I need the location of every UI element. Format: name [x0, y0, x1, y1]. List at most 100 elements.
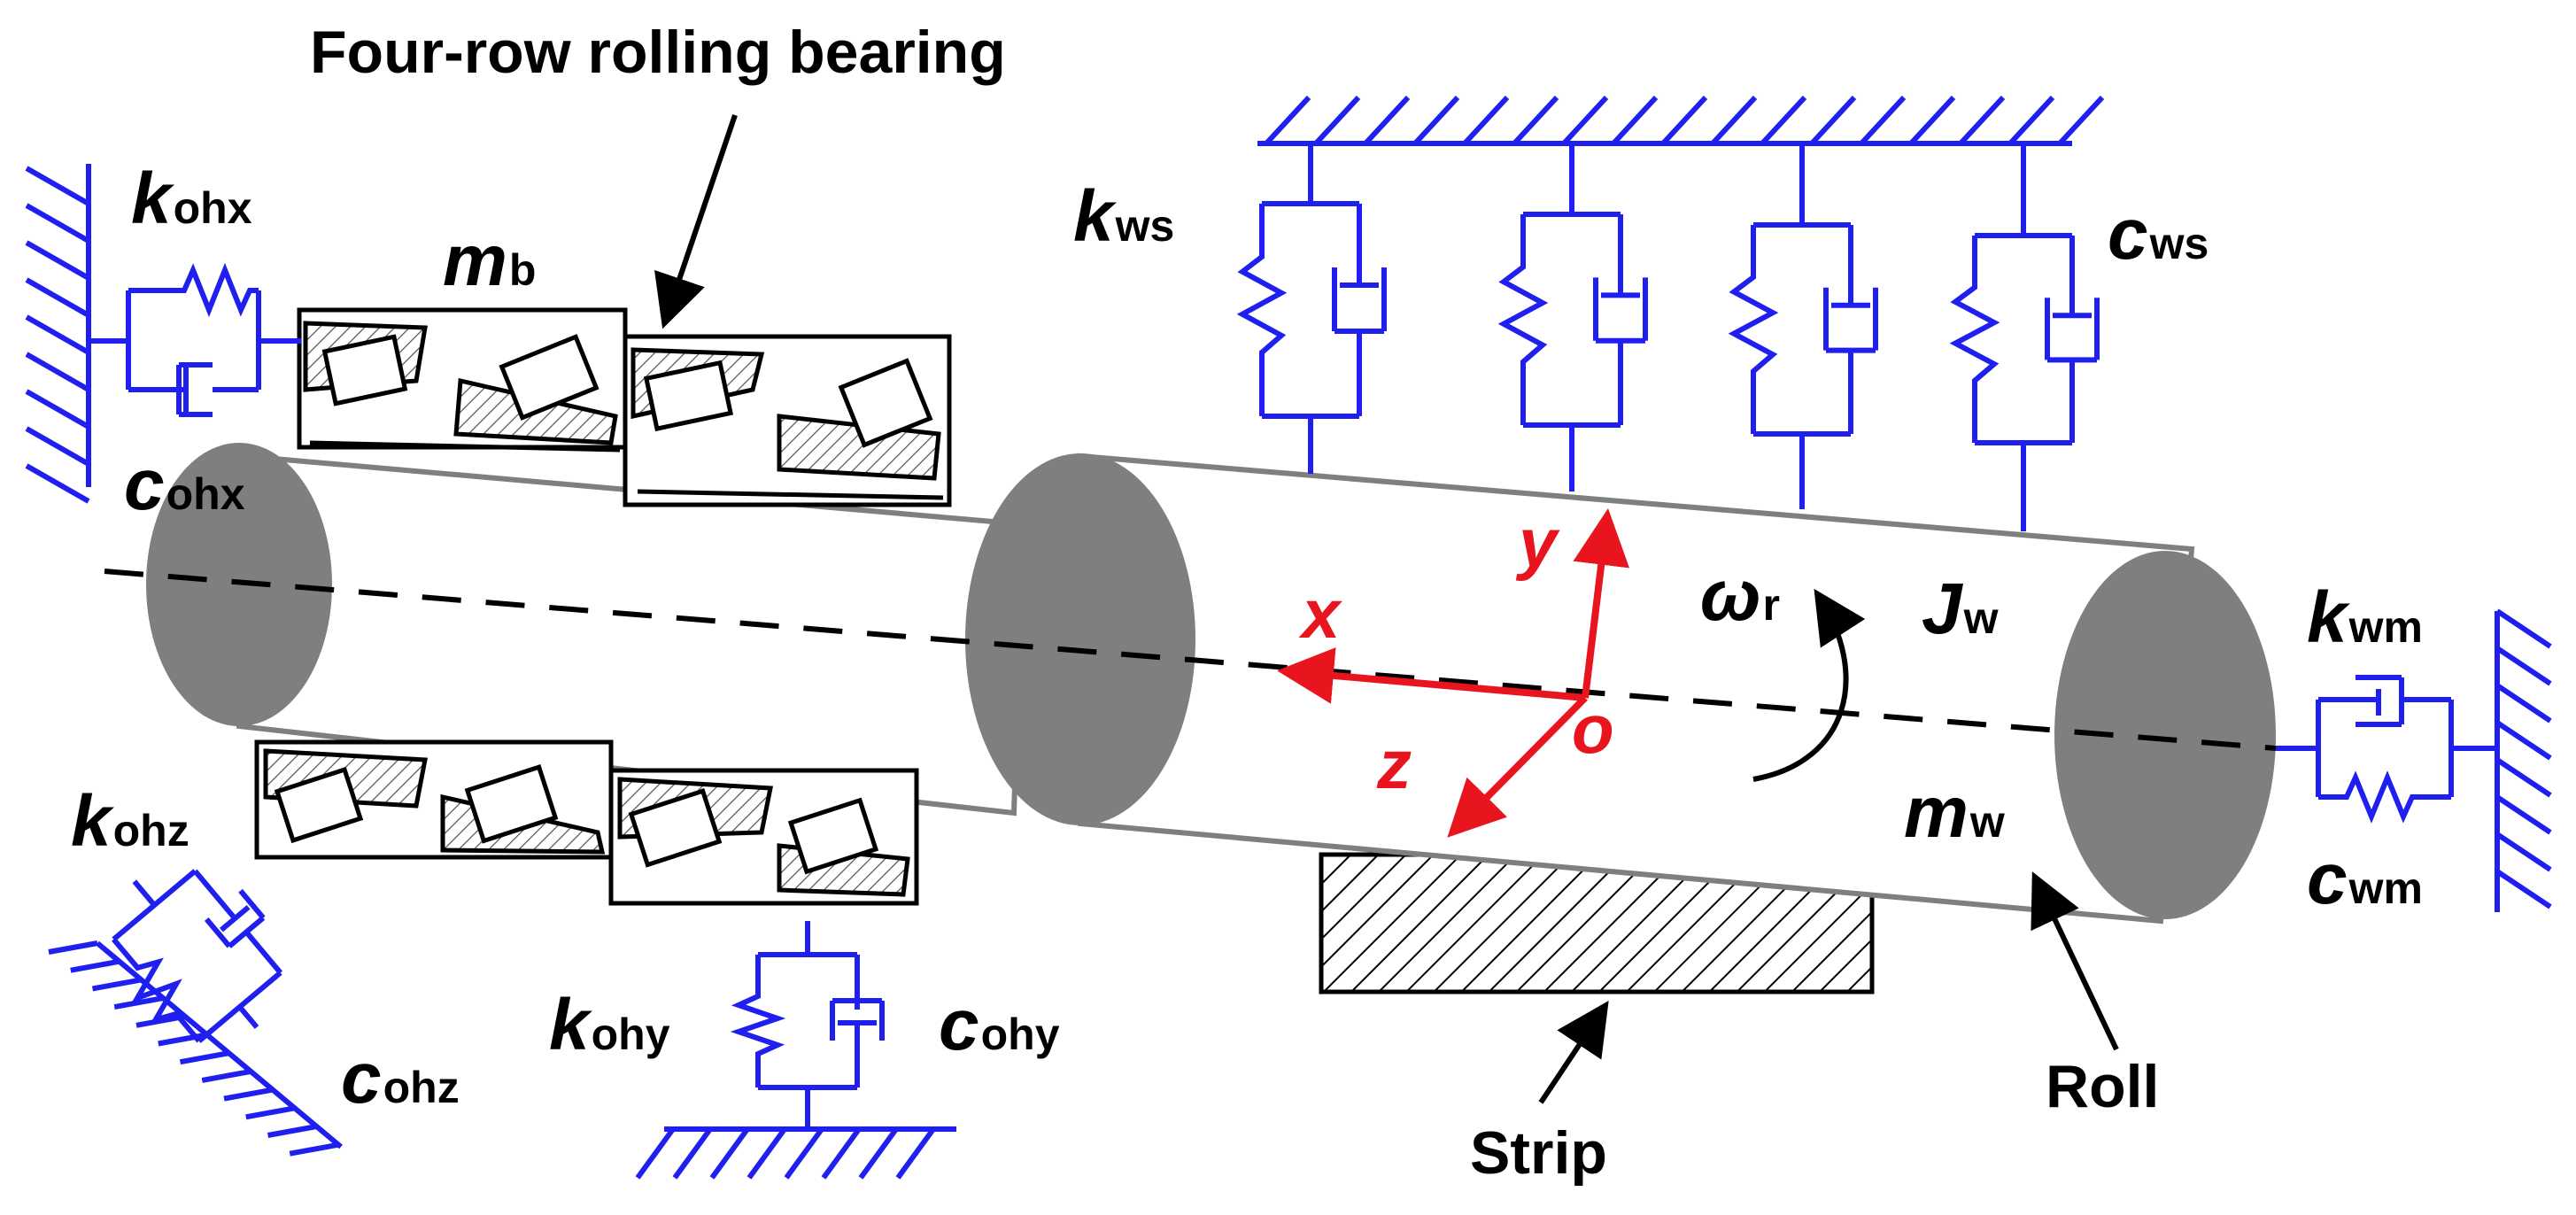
- ground-hatch-stroke: [1512, 95, 1559, 146]
- ground-hatch-stroke: [746, 1127, 787, 1180]
- ground-hatch-stroke: [895, 1127, 936, 1180]
- c-wm-main: c: [2307, 839, 2348, 919]
- k-wm-sub: wm: [2348, 602, 2423, 652]
- ground-hatch-stroke: [2495, 757, 2552, 798]
- k-ohx-sub: ohx: [174, 183, 252, 233]
- k-ohx-label: kohx: [131, 159, 252, 239]
- coordinate-axes: [1277, 508, 1630, 838]
- c-ohy-main: c: [939, 985, 979, 1065]
- ground-hatch-stroke: [2495, 683, 2552, 724]
- ws-spring-dampers: [1236, 143, 2100, 531]
- c-ohy-sub: ohy: [981, 1010, 1060, 1059]
- spring-coil: [1497, 214, 1549, 425]
- ground-hatch-stroke: [158, 1032, 208, 1047]
- ground-hatch-stroke: [2057, 95, 2105, 146]
- center-axis: [104, 569, 2277, 751]
- c-ohy-label: cohy: [939, 985, 1060, 1065]
- ground-hatch-stroke: [289, 1141, 339, 1157]
- k-wm-label: kwm: [2307, 577, 2423, 658]
- ground-hatch-stroke: [709, 1127, 750, 1180]
- j-w-label: Jw: [1922, 569, 1999, 649]
- ground-hatch-stroke: [113, 995, 164, 1010]
- c-wm-label: cwm: [2307, 839, 2423, 919]
- ground-hatch-stroke: [25, 166, 90, 206]
- ground-hatch-stroke: [1809, 95, 1857, 146]
- ground-hatch-stroke: [2495, 869, 2552, 909]
- wm-spring-damper: [2276, 608, 2552, 912]
- m-w-sub: w: [1969, 797, 2005, 847]
- axis-z-label: z: [1376, 725, 1412, 803]
- ws-spring-damper-unit: [1497, 143, 1648, 491]
- roll-right-end: [2054, 551, 2276, 919]
- m-w-main: m: [1904, 772, 1969, 853]
- ws-spring-damper-unit: [1236, 143, 1387, 474]
- c-wm-sub: wm: [2348, 863, 2423, 913]
- strip-label: Strip: [1470, 1119, 1607, 1187]
- c-ohx-sub: ohx: [166, 469, 245, 519]
- ohz-spring-damper: [48, 869, 343, 1157]
- ground-hatch-stroke: [2495, 832, 2552, 872]
- ground-hatch-stroke: [1412, 95, 1460, 146]
- c-ws-label: cws: [2108, 194, 2209, 275]
- ground-hatch-stroke: [635, 1127, 676, 1180]
- ground-hatch-stroke: [858, 1127, 899, 1180]
- k-ohz-label: kohz: [71, 781, 190, 862]
- bearing-upper: [297, 307, 952, 507]
- c-ohz-sub: ohz: [383, 1063, 460, 1112]
- ground-hatch-stroke: [2495, 720, 2552, 761]
- k-ohy-label: kohy: [549, 985, 670, 1065]
- ground-hatch-stroke: [25, 463, 90, 504]
- bearing-label: Four-row rolling bearing: [310, 19, 1006, 86]
- strip-leader-arrow: [1538, 1001, 1609, 1104]
- ground-hatch-stroke: [1264, 95, 1311, 146]
- k-ohy-main: k: [549, 985, 593, 1065]
- roll-label: Roll: [2046, 1053, 2159, 1120]
- m-w-label: mw: [1904, 772, 2005, 853]
- j-w-main: J: [1922, 569, 1963, 649]
- bearing-leader-arrow: [654, 114, 738, 329]
- c-ohx-label: cohx: [124, 445, 245, 525]
- ground-hatch-stroke: [2495, 646, 2552, 686]
- k-ws-sub: ws: [1115, 201, 1175, 251]
- k-wm-main: k: [2307, 577, 2351, 658]
- ground-hatch-stroke: [267, 1124, 318, 1138]
- m-b-main: m: [443, 221, 507, 301]
- spring-coil: [1949, 236, 2000, 443]
- axis-y-label: y: [1515, 504, 1560, 582]
- spring-coil: [1236, 204, 1288, 416]
- m-b-label: mb: [443, 221, 536, 301]
- c-ohz-main: c: [341, 1038, 382, 1118]
- ground-hatch-stroke: [1710, 95, 1758, 146]
- k-ws-main: k: [1073, 176, 1118, 257]
- j-w-sub: w: [1963, 593, 1999, 643]
- k-ohz-sub: ohz: [113, 806, 190, 855]
- rotation-arrow: [1752, 588, 1866, 782]
- ground-hatch-stroke: [70, 958, 120, 973]
- ground-hatch-stroke: [1760, 95, 1807, 146]
- ohy-spring-damper: [635, 921, 956, 1180]
- ws-spring-damper-unit: [1728, 143, 1878, 509]
- ground-hatch-stroke: [91, 977, 143, 992]
- omega-r-sub: r: [1762, 580, 1779, 630]
- k-ohx-main: k: [131, 159, 175, 239]
- k-ohy-sub: ohy: [592, 1010, 670, 1059]
- roll-leader-arrow: [2031, 871, 2119, 1051]
- ground-hatch-stroke: [201, 1068, 251, 1083]
- axis-origin-label: o: [1572, 690, 1614, 768]
- k-ohz-main: k: [71, 781, 115, 862]
- ground-hatch-stroke: [223, 1087, 274, 1102]
- ground-hatch-stroke: [2495, 608, 2552, 649]
- c-ohx-main: c: [124, 445, 165, 525]
- ground-hatch-stroke: [245, 1105, 296, 1120]
- ohx-spring-damper: [25, 164, 301, 504]
- ground-hatch-stroke: [672, 1127, 713, 1180]
- ground-hatch-stroke: [25, 277, 90, 318]
- axis-x-label: x: [1298, 575, 1343, 653]
- m-b-sub: b: [509, 245, 537, 295]
- c-ws-sub: ws: [2149, 219, 2209, 268]
- ws-spring-damper-unit: [1949, 143, 2100, 531]
- ground-hatch-stroke: [2007, 95, 2055, 146]
- bearing-lower: [254, 739, 919, 906]
- ground-hatch-stroke: [25, 203, 90, 244]
